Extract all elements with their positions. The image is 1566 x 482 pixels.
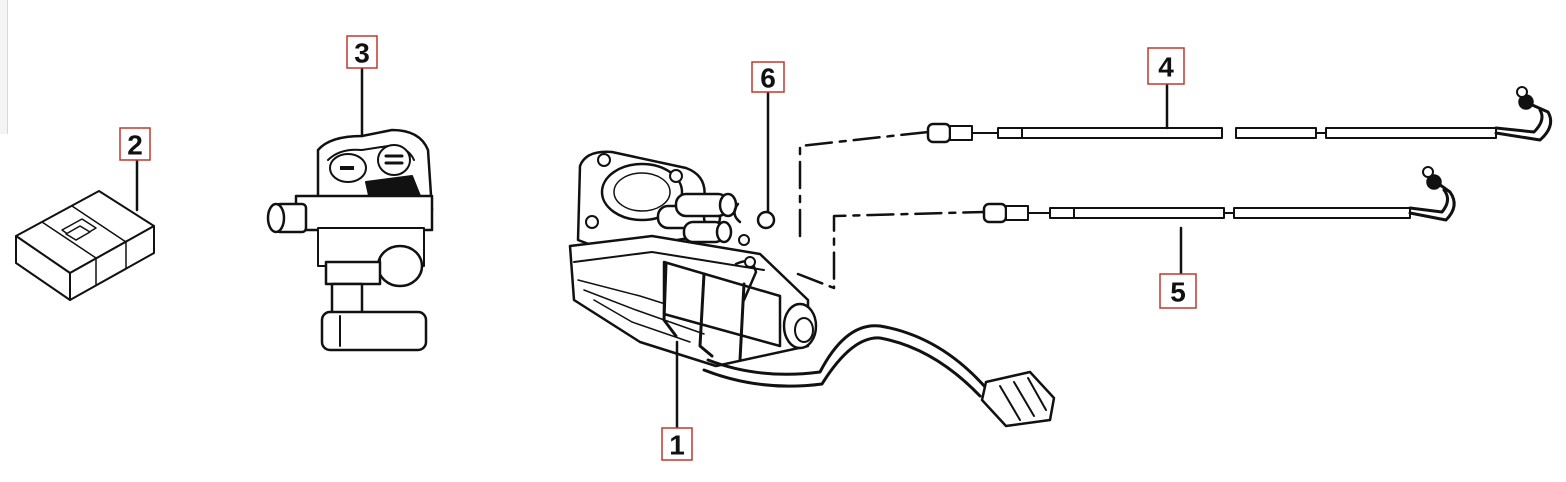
callout-2[interactable]: 2 xyxy=(119,127,151,161)
callout-3-label: 3 xyxy=(354,38,370,69)
part-3-switch-assembly[interactable] xyxy=(266,64,434,352)
callout-5[interactable]: 5 xyxy=(1159,273,1197,309)
callout-6-label: 6 xyxy=(760,63,776,94)
corner-mark xyxy=(0,0,8,134)
part-6-clamp[interactable] xyxy=(733,90,776,268)
callout-3[interactable]: 3 xyxy=(346,35,378,69)
callout-5-label: 5 xyxy=(1170,277,1186,308)
callout-2-label: 2 xyxy=(127,130,143,161)
callout-6[interactable]: 6 xyxy=(751,61,785,94)
callout-1[interactable]: 1 xyxy=(661,427,693,461)
callout-1-label: 1 xyxy=(669,430,685,461)
part-5-lower-cable[interactable] xyxy=(796,166,1456,290)
callout-4[interactable]: 4 xyxy=(1147,47,1185,85)
callout-4-label: 4 xyxy=(1158,52,1174,83)
part-1-motor-actuator[interactable] xyxy=(568,150,1056,432)
part-2-connector-block[interactable] xyxy=(15,190,155,301)
part-4-upper-cable[interactable] xyxy=(798,82,1553,238)
